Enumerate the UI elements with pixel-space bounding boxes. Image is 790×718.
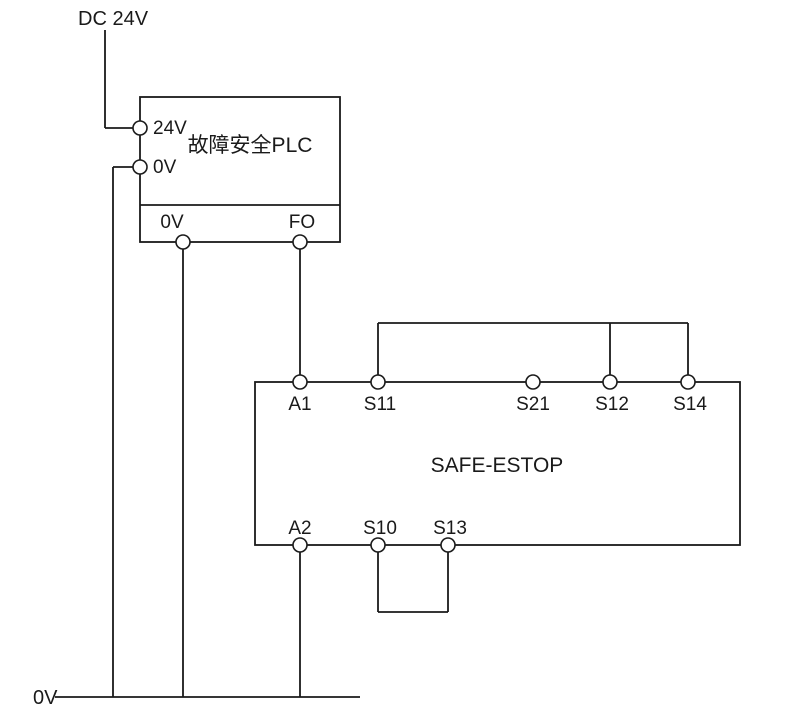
estop-terminal-s11 — [370, 374, 386, 390]
plc-terminal-0v-left — [132, 159, 148, 175]
plc-block: 24V 0V 故障安全PLC 0V FO — [132, 96, 341, 250]
estop-terminal-s11-label: S11 — [364, 394, 396, 415]
estop-terminal-a2 — [292, 537, 308, 553]
estop-name-label: SAFE-ESTOP — [431, 454, 564, 477]
plc-terminal-0v-bottom — [175, 234, 191, 250]
estop-terminal-s10 — [370, 537, 386, 553]
plc-terminal-fo-label: FO — [289, 212, 315, 233]
estop-terminal-s12 — [602, 374, 618, 390]
estop-terminal-a2-label: A2 — [288, 518, 311, 539]
estop-terminal-s21-label: S21 — [516, 394, 550, 415]
estop-terminal-s12-label: S12 — [595, 394, 629, 415]
plc-name-label: 故障安全PLC — [188, 134, 313, 157]
supply-label: DC 24V — [78, 8, 149, 30]
estop-block: A1 S11 S21 S12 S14 SAFE-ESTOP A2 S10 S13 — [254, 374, 741, 553]
plc-terminal-0v-bottom-label: 0V — [160, 212, 184, 233]
estop-terminal-s14-label: S14 — [673, 394, 707, 415]
estop-terminal-s14 — [680, 374, 696, 390]
estop-terminal-s13 — [440, 537, 456, 553]
estop-terminal-a1 — [292, 374, 308, 390]
estop-box — [254, 381, 741, 546]
plc-terminal-24v — [132, 120, 148, 136]
estop-terminal-s21 — [525, 374, 541, 390]
plc-terminal-24v-label: 24V — [153, 118, 187, 139]
plc-terminal-0v-left-label: 0V — [153, 157, 177, 178]
estop-terminal-s10-label: S10 — [363, 518, 397, 539]
ground-label: 0V — [33, 687, 58, 709]
estop-terminal-a1-label: A1 — [288, 394, 311, 415]
estop-terminal-s13-label: S13 — [433, 518, 467, 539]
plc-terminal-fo — [292, 234, 308, 250]
